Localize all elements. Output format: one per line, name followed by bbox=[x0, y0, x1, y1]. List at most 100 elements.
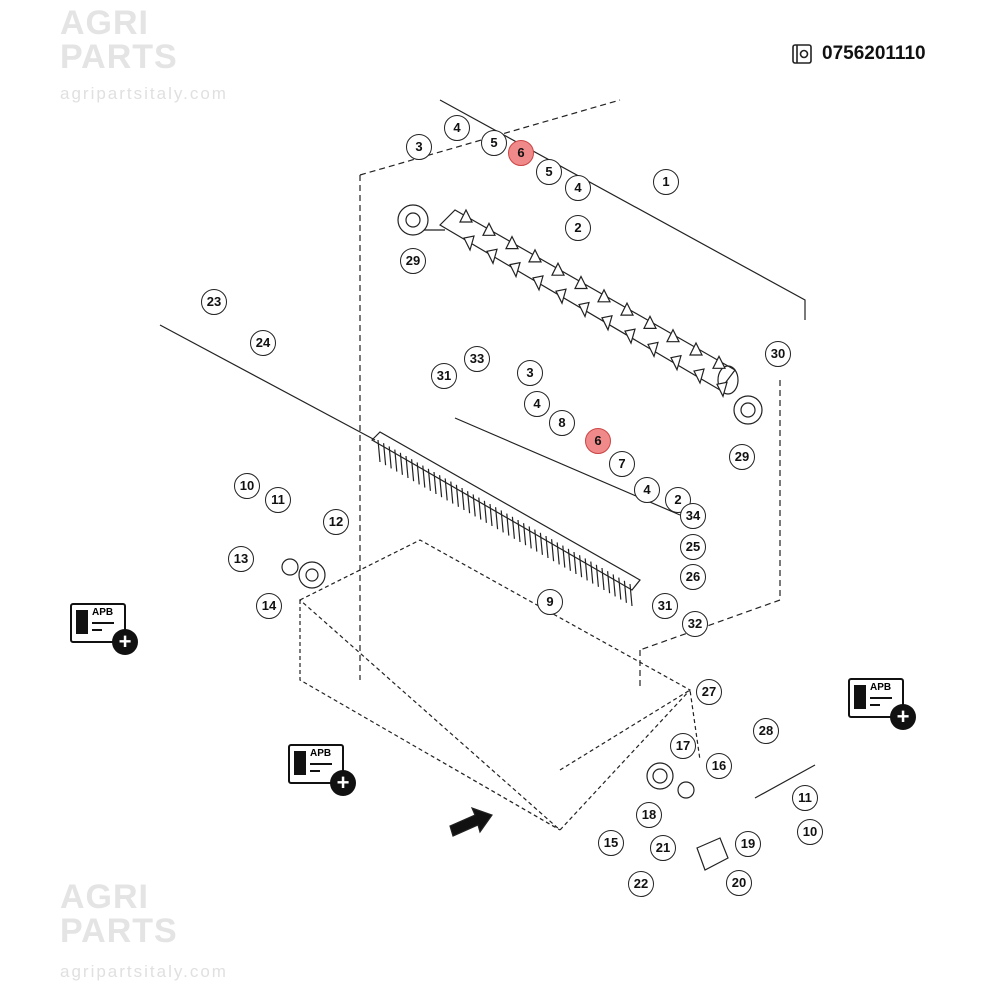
comb-tine bbox=[483, 500, 487, 523]
comb-tine bbox=[584, 558, 588, 581]
callout-part-9[interactable]: 9 bbox=[537, 589, 563, 615]
callout-part-32[interactable]: 32 bbox=[682, 611, 708, 637]
callout-part-20[interactable]: 20 bbox=[726, 870, 752, 896]
callout-part-4[interactable]: 4 bbox=[634, 477, 660, 503]
apb-add-button[interactable]: APB + bbox=[288, 744, 356, 796]
rotor-tooth bbox=[528, 248, 542, 263]
rotor-tooth bbox=[693, 368, 705, 385]
callout-part-31[interactable]: 31 bbox=[431, 363, 457, 389]
callout-part-19[interactable]: 19 bbox=[735, 831, 761, 857]
comb-tine bbox=[590, 561, 594, 584]
callout-part-17[interactable]: 17 bbox=[670, 733, 696, 759]
callout-part-10[interactable]: 10 bbox=[234, 473, 260, 499]
callout-part-6[interactable]: 6 bbox=[508, 140, 534, 166]
comb-tine bbox=[551, 539, 555, 562]
rotor-tooth bbox=[509, 261, 521, 279]
comb-tine bbox=[388, 446, 392, 469]
plus-icon: + bbox=[890, 704, 916, 730]
callout-part-14[interactable]: 14 bbox=[256, 593, 282, 619]
callout-part-21[interactable]: 21 bbox=[650, 835, 676, 861]
comb-tine bbox=[567, 548, 571, 571]
callout-part-34[interactable]: 34 bbox=[680, 503, 706, 529]
callout-part-12[interactable]: 12 bbox=[323, 509, 349, 535]
callout-part-4[interactable]: 4 bbox=[444, 115, 470, 141]
callout-part-27[interactable]: 27 bbox=[696, 679, 722, 705]
plus-icon: + bbox=[112, 629, 138, 655]
callout-part-5[interactable]: 5 bbox=[481, 130, 507, 156]
callout-part-30[interactable]: 30 bbox=[765, 341, 791, 367]
blueprint-gear-icon bbox=[792, 44, 812, 64]
apb-add-button[interactable]: APB + bbox=[70, 603, 138, 655]
comb-tine bbox=[455, 484, 459, 507]
callout-part-31[interactable]: 31 bbox=[652, 593, 678, 619]
callout-part-6[interactable]: 6 bbox=[585, 428, 611, 454]
rotor-tooth bbox=[716, 381, 728, 398]
callout-part-7[interactable]: 7 bbox=[609, 451, 635, 477]
apb-label: APB bbox=[870, 682, 892, 693]
callout-part-29[interactable]: 29 bbox=[400, 248, 426, 274]
comb-tine bbox=[523, 523, 527, 546]
plus-icon: + bbox=[330, 770, 356, 796]
comb-tine bbox=[383, 443, 387, 466]
comb-tine bbox=[422, 465, 426, 488]
rotor-tooth bbox=[574, 275, 588, 290]
callout-part-22[interactable]: 22 bbox=[628, 871, 654, 897]
comb-tine bbox=[595, 564, 599, 587]
callout-part-11[interactable]: 11 bbox=[792, 785, 818, 811]
callout-part-15[interactable]: 15 bbox=[598, 830, 624, 856]
callout-part-29[interactable]: 29 bbox=[729, 444, 755, 470]
comb-tine bbox=[416, 462, 420, 485]
watermark-url: agripartsitaly.com bbox=[60, 84, 228, 103]
comb-tine bbox=[607, 571, 611, 594]
callout-part-16[interactable]: 16 bbox=[706, 753, 732, 779]
callout-part-24[interactable]: 24 bbox=[250, 330, 276, 356]
comb-tine bbox=[629, 583, 633, 607]
comb-tine bbox=[478, 497, 482, 520]
comb-tine bbox=[573, 551, 577, 575]
callout-part-28[interactable]: 28 bbox=[753, 718, 779, 744]
feeder-housing bbox=[298, 539, 701, 831]
comb-tine bbox=[377, 439, 381, 463]
watermark-brand: AGRI PARTS bbox=[60, 4, 178, 76]
callout-part-8[interactable]: 8 bbox=[549, 410, 575, 436]
apb-add-button[interactable]: APB + bbox=[848, 678, 916, 730]
rotor-tooth bbox=[624, 328, 636, 345]
rotor-tooth bbox=[689, 341, 703, 356]
comb-tine bbox=[601, 567, 605, 591]
callout-part-13[interactable]: 13 bbox=[228, 546, 254, 572]
apb-label: APB bbox=[92, 607, 114, 618]
callout-part-3[interactable]: 3 bbox=[406, 134, 432, 160]
apb-label: APB bbox=[310, 748, 332, 759]
callout-part-23[interactable]: 23 bbox=[201, 289, 227, 315]
callout-part-1[interactable]: 1 bbox=[653, 169, 679, 195]
comb-tine bbox=[517, 519, 521, 543]
rotor-teeth bbox=[459, 208, 728, 398]
comb-tine bbox=[511, 516, 515, 539]
callout-part-4[interactable]: 4 bbox=[565, 175, 591, 201]
comb-tine bbox=[489, 503, 493, 527]
callout-part-33[interactable]: 33 bbox=[464, 346, 490, 372]
comb-tine bbox=[534, 529, 538, 552]
comb-tine bbox=[439, 475, 443, 498]
frame-outline bbox=[439, 99, 806, 320]
callout-part-26[interactable]: 26 bbox=[680, 564, 706, 590]
rotor-tooth bbox=[486, 248, 498, 265]
callout-part-10[interactable]: 10 bbox=[797, 819, 823, 845]
callout-part-11[interactable]: 11 bbox=[265, 487, 291, 513]
comb-tine bbox=[411, 459, 415, 482]
callout-part-5[interactable]: 5 bbox=[536, 159, 562, 185]
callout-part-18[interactable]: 18 bbox=[636, 802, 662, 828]
direction-arrow bbox=[449, 806, 493, 837]
callout-part-3[interactable]: 3 bbox=[517, 360, 543, 386]
rotor-tooth bbox=[532, 275, 544, 292]
comb-tine bbox=[405, 455, 409, 479]
rotor-tooth bbox=[666, 328, 680, 343]
callout-part-25[interactable]: 25 bbox=[680, 534, 706, 560]
comb-tine bbox=[427, 468, 431, 491]
rotor-tooth bbox=[463, 235, 475, 252]
comb-tine bbox=[562, 545, 566, 568]
callout-part-2[interactable]: 2 bbox=[565, 215, 591, 241]
callout-part-4[interactable]: 4 bbox=[524, 391, 550, 417]
comb-tine bbox=[618, 577, 622, 600]
rotor-tooth bbox=[620, 301, 634, 316]
